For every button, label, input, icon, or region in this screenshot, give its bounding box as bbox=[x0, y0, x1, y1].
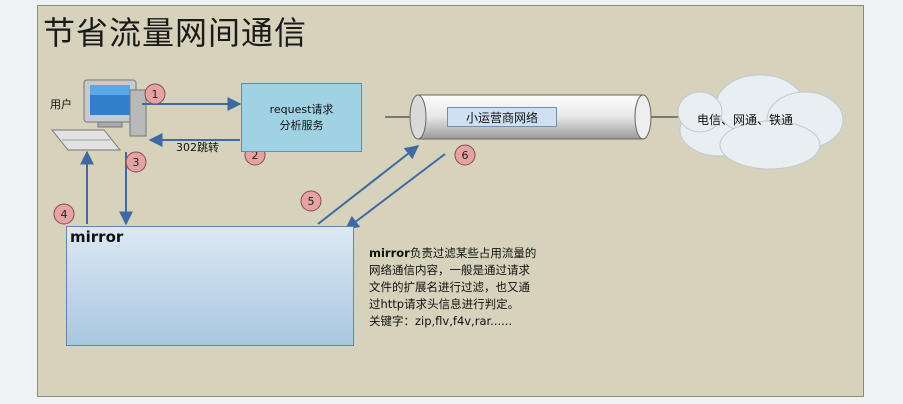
request-service-line2: 分析服务 bbox=[279, 118, 324, 132]
svg-text:2: 2 bbox=[252, 149, 259, 162]
flow-arrows bbox=[80, 97, 446, 230]
svg-text:3: 3 bbox=[133, 156, 140, 169]
step-marker-5: 5 bbox=[300, 190, 322, 212]
redirect-label: 302跳转 bbox=[176, 141, 219, 154]
page-title: 节省流量网间通信 bbox=[43, 14, 308, 52]
svg-text:5: 5 bbox=[308, 195, 315, 208]
arrow-mirror-to-network bbox=[317, 145, 420, 225]
description-line1: 负责过滤某些占用流量的 bbox=[409, 246, 537, 260]
description-line5: 关键字：zip,flv,f4v,rar...... bbox=[369, 314, 513, 328]
arrow-network-to-mirror bbox=[344, 153, 446, 230]
svg-text:1: 1 bbox=[152, 88, 159, 101]
cloud-label: 电信、网通、铁通 bbox=[697, 113, 794, 127]
step-marker-4: 4 bbox=[53, 203, 75, 225]
description-line3: 文件的扩展名进行过滤，也又通 bbox=[369, 280, 530, 294]
step-marker-3: 3 bbox=[125, 151, 147, 173]
mirror-label: mirror bbox=[70, 228, 124, 246]
mirror-server-group bbox=[66, 226, 354, 346]
svg-text:6: 6 bbox=[462, 149, 469, 162]
step-marker-1: 1 bbox=[144, 83, 166, 105]
description-line4: 过http请求头信息进行判定。 bbox=[369, 297, 520, 311]
mirror-description: mirror负责过滤某些占用流量的 网络通信内容，一般是通过请求 文件的扩展名进… bbox=[369, 245, 569, 330]
cloud-icon bbox=[677, 74, 844, 170]
request-analysis-service: request请求 分析服务 bbox=[241, 83, 362, 152]
network-label: 小运营商网络 bbox=[447, 107, 557, 127]
svg-text:4: 4 bbox=[61, 208, 68, 221]
request-service-line1: request请求 bbox=[269, 102, 334, 116]
step-marker-6: 6 bbox=[454, 144, 476, 166]
description-line2: 网络通信内容，一般是通过请求 bbox=[369, 263, 530, 277]
computer-icon bbox=[50, 79, 147, 151]
description-term: mirror bbox=[369, 246, 410, 260]
user-label: 用户 bbox=[50, 98, 72, 111]
